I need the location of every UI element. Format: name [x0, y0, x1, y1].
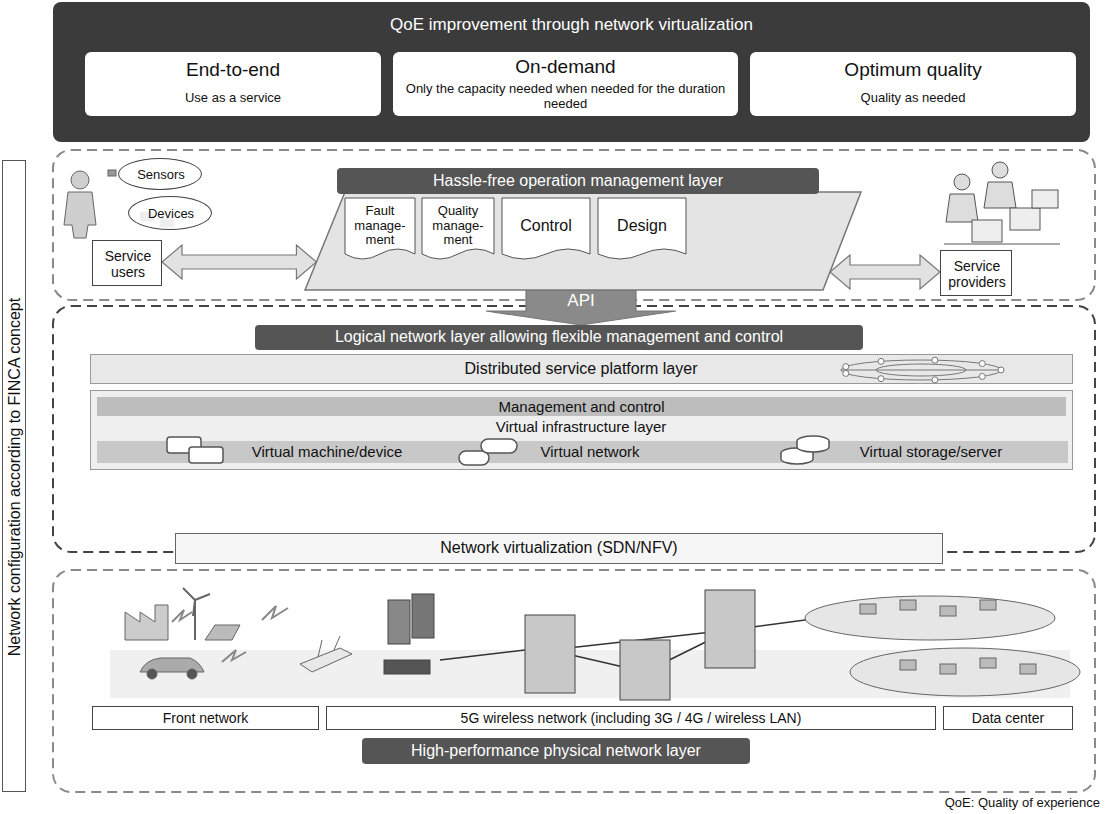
- node-text: Control: [504, 201, 588, 251]
- document-box: Quality manage- ment: [422, 198, 494, 264]
- node-text: On-demand: [393, 54, 738, 80]
- arrow-label: API: [541, 291, 621, 311]
- data-center-figure: [805, 596, 1080, 696]
- node-text: End-to-end: [85, 56, 381, 84]
- network-equipment: [384, 590, 820, 700]
- node-text: Quality as needed: [754, 84, 1072, 112]
- node-text: Fault manage- ment: [347, 201, 413, 251]
- feature-box: On-demandOnly the capacity needed when n…: [393, 52, 738, 116]
- sensor-bubble: Sensors: [118, 158, 202, 190]
- node-text: Network virtualization (SDN/NFV): [176, 534, 942, 563]
- block-arrow: [486, 290, 676, 325]
- node-text: Service users: [95, 241, 161, 287]
- node-text: QoE improvement through network virtuali…: [53, 8, 1090, 42]
- node-text: Distributed service platform layer: [341, 355, 821, 383]
- feature-box: End-to-endUse as a service: [85, 52, 381, 116]
- provider-figures: [944, 162, 1060, 244]
- node-text: Network configuration according to FINCA…: [3, 161, 27, 793]
- node-text: Quality manage- ment: [424, 201, 492, 251]
- footnote-label: QoE: Quality of experience: [860, 794, 1100, 812]
- node-text: Devices: [129, 197, 213, 231]
- node-text: High-performance physical network layer: [362, 738, 750, 764]
- virtual-resource-band: Virtual machine/device Virtual network Vir…: [97, 441, 1068, 463]
- block-arrow: [162, 245, 316, 279]
- node-text: Use as a service: [89, 84, 377, 112]
- network-box: 5G wireless network (including 3G / 4G /…: [326, 706, 936, 730]
- virtualization-box: Network virtualization (SDN/NFV): [175, 533, 943, 564]
- device-bubble: Devices: [128, 196, 212, 230]
- network-box: Front network: [92, 706, 319, 730]
- node-text: Front network: [93, 707, 318, 729]
- node-text: Service providers: [943, 251, 1011, 297]
- node-text: 5G wireless network (including 3G / 4G /…: [327, 707, 935, 729]
- node-text: Logical network layer allowing flexible …: [255, 325, 863, 350]
- title-band: QoE improvement through network virtuali…: [53, 2, 1090, 142]
- node-text: Sensors: [119, 159, 203, 191]
- user-box: Service users: [92, 240, 162, 286]
- layer-heading: High-performance physical network layer: [362, 738, 750, 764]
- node-text: Virtual infrastructure layer: [291, 417, 871, 437]
- node-text: Data center: [944, 707, 1072, 729]
- node-text: Virtual network: [525, 441, 655, 463]
- node-text: Optimum quality: [750, 56, 1076, 84]
- region-outline: [53, 150, 1095, 792]
- document-box: Fault manage- ment: [345, 198, 415, 264]
- document-box: Design: [598, 198, 686, 264]
- layer-heading: Logical network layer allowing flexible …: [255, 325, 863, 350]
- feature-box: Optimum qualityQuality as needed: [750, 52, 1076, 116]
- node-text: Virtual storage/server: [839, 441, 1023, 463]
- provider-box: Service providers: [940, 250, 1012, 296]
- platform-layer-box: Distributed service platform layer: [90, 354, 1073, 384]
- virtual-infra-box: Management and controlVirtual infrastruc…: [90, 390, 1073, 470]
- node-text: Only the capacity needed when needed for…: [399, 79, 732, 114]
- network-box: Data center: [943, 706, 1073, 730]
- node-text: Hassle-free operation management layer: [337, 168, 819, 194]
- front-devices: [125, 588, 352, 679]
- side-label-box: Network configuration according to FINCA…: [2, 160, 26, 792]
- block-arrow: [830, 255, 940, 289]
- management-layer: Hassle-free operation management layerFa…: [305, 168, 861, 290]
- document-box: Control: [502, 198, 590, 264]
- node-text: Management and control: [97, 397, 1066, 416]
- node-text: Design: [600, 201, 684, 251]
- node-text: Virtual machine/device: [235, 441, 419, 463]
